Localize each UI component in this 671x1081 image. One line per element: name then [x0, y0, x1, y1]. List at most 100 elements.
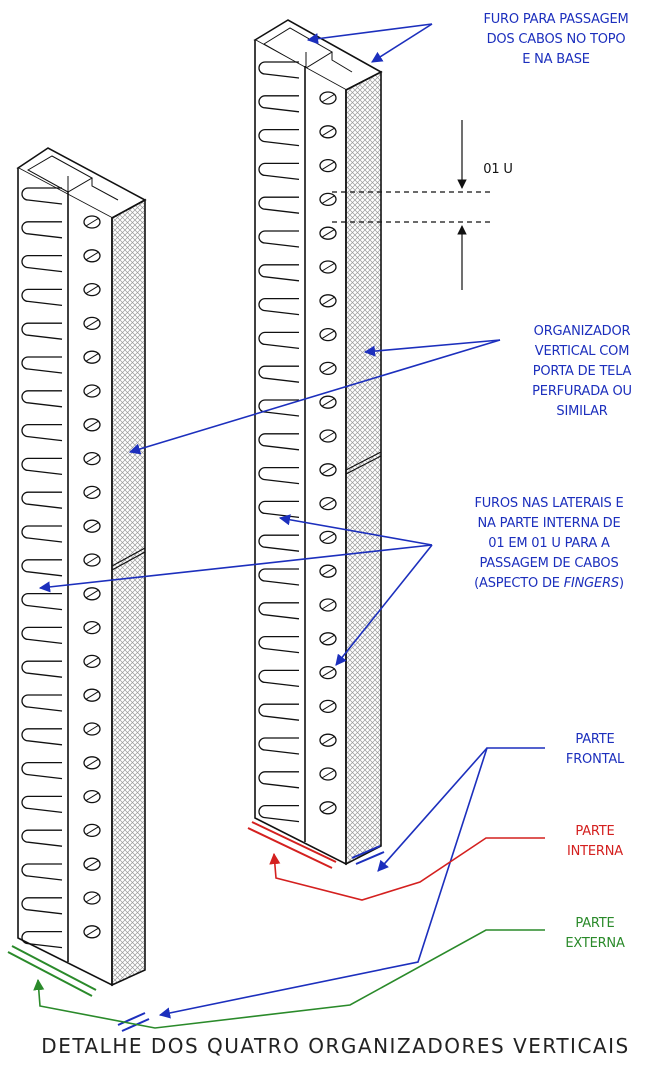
- finger-slot: [321, 566, 336, 576]
- finger-slot: [321, 397, 336, 407]
- finger-slot: [319, 429, 337, 443]
- finger-slot: [85, 285, 100, 295]
- furo-line-3: E NA BASE: [522, 52, 590, 67]
- finger-slot: [83, 722, 101, 736]
- finger-slot: [321, 701, 336, 711]
- u-label: 01 U: [478, 160, 518, 180]
- u-text: 01 U: [483, 162, 513, 177]
- finger-slot: [321, 465, 336, 475]
- finger-slot: [258, 771, 300, 789]
- finger-slot: [258, 703, 300, 721]
- finger-slot: [258, 230, 300, 248]
- finger-slot: [319, 158, 337, 173]
- finger-slot: [85, 352, 100, 362]
- finger-slot: [21, 221, 63, 239]
- finger-slot: [85, 589, 100, 599]
- finger-slot: [83, 249, 101, 263]
- finger-slot: [319, 767, 337, 781]
- finger-slot: [83, 282, 101, 297]
- finger-slot: [83, 756, 101, 770]
- finger-slot: [319, 91, 337, 105]
- finger-slot: [319, 395, 337, 409]
- finger-slot: [85, 386, 100, 396]
- furo-line-2: DOS CABOS NO TOPO: [486, 32, 626, 47]
- finger-slot: [21, 930, 63, 949]
- finger-slot: [83, 823, 101, 838]
- finger-slot: [85, 825, 100, 835]
- organizador-line-1: ORGANIZADOR: [533, 324, 631, 339]
- right-fingers: [258, 61, 337, 823]
- finger-slot: [83, 316, 101, 331]
- finger-slot: [21, 356, 63, 374]
- finger-slot: [258, 534, 300, 552]
- finger-slot: [85, 859, 100, 869]
- finger-slot: [321, 803, 336, 813]
- finger-slot: [85, 792, 100, 802]
- finger-slot: [258, 635, 300, 654]
- finger-slot: [258, 264, 300, 282]
- right-organizer: [253, 19, 383, 866]
- finger-slot: [258, 365, 300, 383]
- externa-label: PARTE EXTERNA: [550, 914, 640, 954]
- organizador-label: ORGANIZADOR VERTICAL COM PORTA DE TELA P…: [512, 322, 652, 422]
- finger-slot: [321, 93, 336, 103]
- finger-slot: [258, 669, 300, 688]
- finger-slot: [258, 466, 300, 485]
- finger-slot: [85, 690, 100, 700]
- finger-slot: [319, 564, 337, 578]
- finger-slot: [319, 226, 337, 240]
- finger-slot: [21, 829, 63, 847]
- finger-slot: [321, 161, 336, 171]
- finger-slot: [258, 162, 300, 181]
- finger-slot: [258, 433, 300, 451]
- organizador-line-3: PORTA DE TELA: [532, 364, 632, 379]
- finger-slot: [21, 322, 63, 340]
- finger-slot: [319, 496, 337, 511]
- arrow-icon: [38, 23, 545, 1019]
- finger-slot: [83, 553, 101, 567]
- finger-slot: [258, 297, 300, 316]
- finger-slot: [321, 228, 336, 238]
- externa-markers: [7, 929, 545, 1029]
- interna-label: PARTE INTERNA: [550, 822, 640, 862]
- finger-slot: [258, 196, 300, 214]
- finger-slot: [21, 863, 63, 881]
- frontal-label: PARTE FRONTAL: [550, 730, 640, 770]
- finger-slot: [319, 699, 337, 714]
- finger-slot: [21, 660, 63, 678]
- finger-slot: [321, 330, 336, 340]
- finger-slot: [83, 350, 101, 364]
- finger-slot: [83, 485, 101, 500]
- finger-slot: [319, 327, 337, 342]
- finger-slot: [321, 668, 336, 678]
- organizador-line-4: PERFURADA OU: [532, 384, 632, 399]
- externa-line-1: PARTE: [575, 916, 615, 931]
- finger-slot: [319, 632, 337, 646]
- finger-slot: [21, 457, 63, 476]
- finger-slot: [21, 592, 63, 611]
- finger-slot: [258, 602, 300, 620]
- finger-slot: [85, 623, 100, 633]
- finger-slot: [258, 331, 300, 350]
- finger-slot: [319, 125, 337, 139]
- finger-slot: [321, 194, 336, 204]
- finger-slot: [85, 656, 100, 666]
- frontal-line-1: PARTE: [575, 732, 615, 747]
- furos-line-3: 01 EM 01 U PARA A: [488, 536, 610, 551]
- furo-label: FURO PARA PASSAGEM DOS CABOS NO TOPO E N…: [446, 10, 666, 70]
- finger-slot: [83, 620, 101, 635]
- finger-slot: [85, 251, 100, 261]
- furo-line-1: FURO PARA PASSAGEM: [483, 12, 629, 27]
- finger-slot: [321, 769, 336, 779]
- finger-slot: [83, 451, 101, 466]
- finger-slot: [321, 127, 336, 137]
- finger-slot: [258, 804, 300, 823]
- finger-slot: [85, 724, 100, 734]
- finger-slot: [21, 626, 63, 645]
- interna-markers: [247, 821, 545, 901]
- finger-slot: [21, 795, 63, 814]
- finger-slot: [21, 491, 63, 509]
- finger-slot: [319, 801, 337, 815]
- finger-slot: [321, 600, 336, 610]
- finger-slot: [83, 688, 101, 702]
